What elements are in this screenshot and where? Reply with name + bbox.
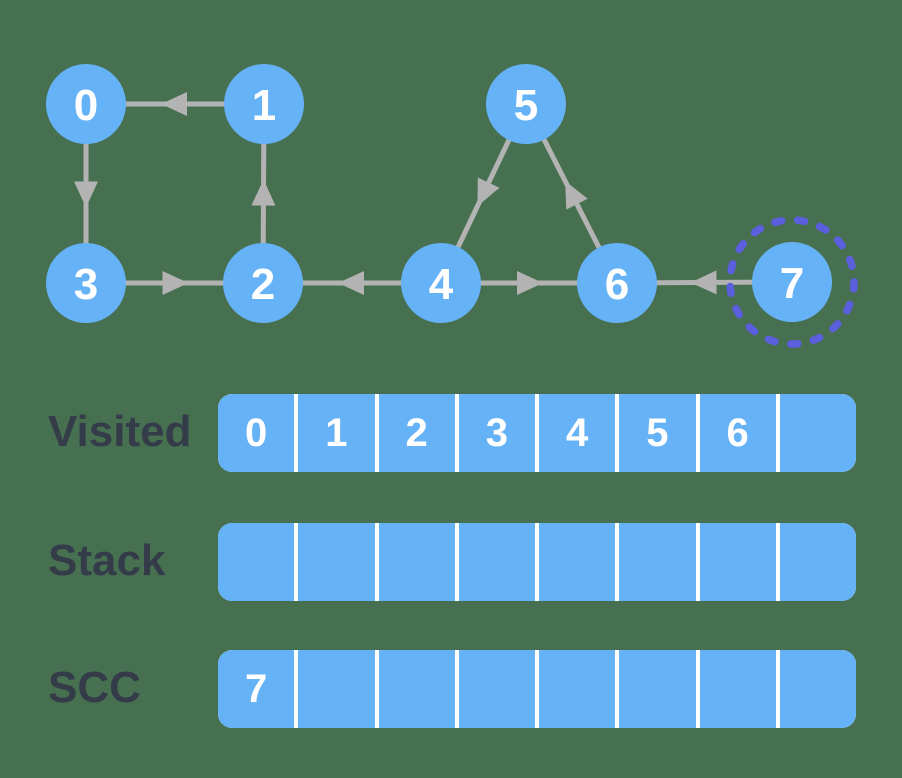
array-cell [779,523,856,601]
highlight-ring-icon [726,216,858,348]
array-cell [298,523,375,601]
array-cell [539,650,616,728]
arrowhead-icon [162,271,189,295]
graph-node-2: 2 [223,243,303,323]
array-cell: 4 [539,394,616,472]
graph-node-4: 4 [401,243,481,323]
array-cell [699,650,776,728]
array-cell [699,523,776,601]
graph-node-0: 0 [46,64,126,144]
arrowhead-icon [477,177,500,207]
node-label: 0 [74,81,98,130]
array-cell [218,523,295,601]
array-cell [539,523,616,601]
array-cell [779,394,856,472]
arrowhead-icon [690,270,717,295]
arrowhead-icon [251,179,276,206]
node-label: 6 [605,260,629,309]
row-label-scc: SCC [48,663,141,712]
arrowhead-icon [565,181,588,210]
node-label: 3 [74,260,98,309]
array-cell [378,650,455,728]
node-label: 4 [429,260,454,309]
graph-node-1: 1 [224,64,304,144]
array-cell: 2 [378,394,455,472]
array-cell: 5 [619,394,696,472]
array-cell [619,523,696,601]
array-cell: 6 [699,394,776,472]
graph-node-5: 5 [486,64,566,144]
graph-node-3: 3 [46,243,126,323]
array-cell [298,650,375,728]
array-cell: 3 [458,394,535,472]
array-bar-scc: 7 [218,650,856,728]
array-cell: 7 [218,650,295,728]
arrowhead-icon [517,271,543,295]
array-cell [378,523,455,601]
node-label: 2 [251,260,275,309]
arrowhead-icon [161,92,187,116]
array-cell [619,650,696,728]
array-cell: 1 [298,394,375,472]
array-cell: 0 [218,394,295,472]
node-label: 5 [514,81,538,130]
array-cell [779,650,856,728]
graph-canvas: 0 1 5 3 2 4 6 7 [46,64,858,348]
node-label: 1 [252,81,276,130]
array-cell [458,650,535,728]
graph-node-6: 6 [577,243,657,323]
graph-node-7: 7 [752,242,832,322]
row-label-visited: Visited [48,407,192,456]
row-label-stack: Stack [48,536,166,585]
arrowhead-icon [338,271,364,295]
arrowhead-icon [74,181,98,208]
array-bar-stack [218,523,856,601]
array-cell [458,523,535,601]
node-label: 7 [780,259,804,308]
